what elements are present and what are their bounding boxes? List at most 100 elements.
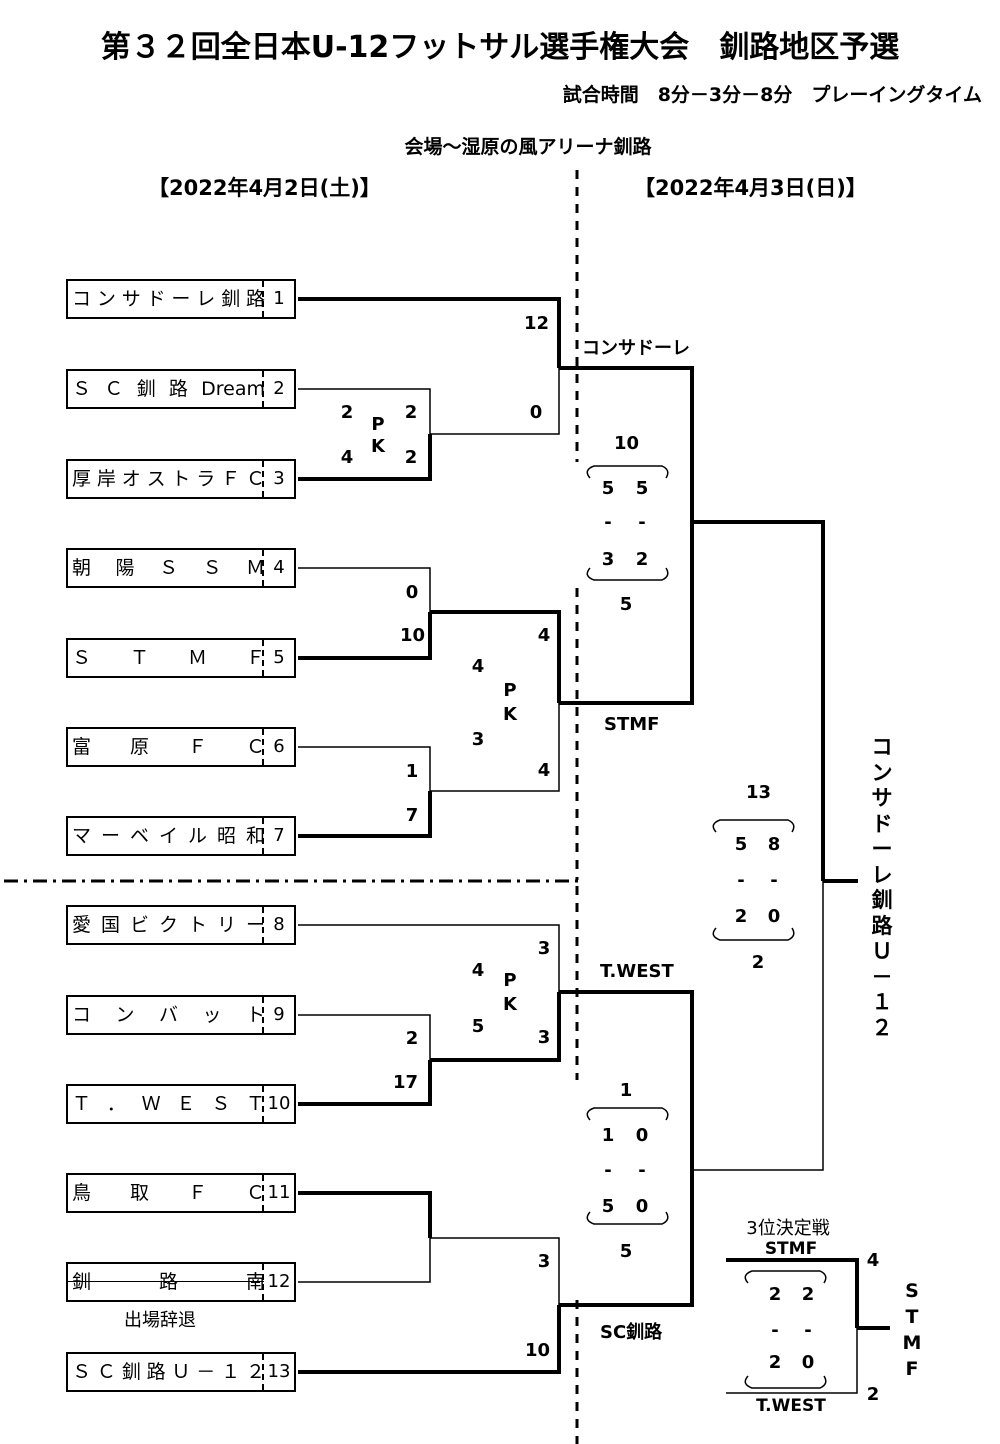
line-t9 <box>298 1014 431 1060</box>
score-m5v7-a: 4 <box>537 625 551 646</box>
score-m5v7-a-pk: 4 <box>471 656 485 677</box>
third-b-total: 2 <box>866 1384 880 1405</box>
team-number: 8 <box>262 907 294 943</box>
team-name: ＳＣ釧路Ｕ－１２ <box>72 1361 265 1383</box>
team-number: 2 <box>262 371 294 407</box>
team-name: 朝陽ＳＳＭ <box>72 557 265 579</box>
final-a-h1: 5 <box>734 834 748 855</box>
score-m11v13-a: 3 <box>537 1251 551 1272</box>
score-m9v10-b: 17 <box>393 1072 419 1093</box>
team-number: 13 <box>262 1354 294 1390</box>
semi1-brace-top <box>586 465 669 479</box>
line-final-a <box>692 520 825 881</box>
semi1-b-total: 5 <box>619 594 633 615</box>
team-number: 10 <box>262 1086 294 1122</box>
line-w23 <box>430 368 560 435</box>
line-t12 <box>298 1238 431 1283</box>
final-b-total: 2 <box>751 952 765 973</box>
third-b-h1: 2 <box>768 1352 782 1373</box>
line-t5 <box>298 612 432 660</box>
team-name: Ｔ．ＷＥＳＴ <box>72 1093 265 1115</box>
team-number: 5 <box>262 640 294 676</box>
venue: 会場～湿原の風アリーナ釧路 <box>404 136 652 158</box>
line-semi1-b <box>559 522 694 705</box>
team-name: 鳥取ＦＣ <box>72 1182 265 1204</box>
score-m4v5-b: 10 <box>400 625 426 646</box>
line-t2 <box>298 388 431 434</box>
line-t8 <box>298 924 560 992</box>
team-number: 6 <box>262 729 294 765</box>
semi2-b-h1: 5 <box>601 1196 615 1217</box>
line-semi1-a <box>559 366 694 522</box>
semi1-dash-2: - <box>638 512 646 533</box>
score-m5v7-b: 4 <box>537 760 551 781</box>
score-m6v7-a: 1 <box>405 761 419 782</box>
line-semi2-a <box>559 990 694 1170</box>
final-a-total: 13 <box>746 782 772 803</box>
final-brace-top <box>712 819 795 833</box>
third-a-h1: 2 <box>768 1284 782 1305</box>
pk-label-p: P <box>503 680 517 701</box>
third-place-team-a: STMF <box>764 1239 818 1259</box>
team-name: 富原ＦＣ <box>72 736 265 758</box>
third-a-h2: 2 <box>801 1284 815 1305</box>
score-m1-b: 0 <box>529 402 543 423</box>
withdrawn-strike <box>68 1281 264 1282</box>
team-name: ＳＴＭＦ <box>72 647 265 669</box>
line-third-a <box>726 1258 859 1328</box>
score-m8v10-a-pk: 4 <box>471 960 485 981</box>
third-dash-1: - <box>771 1320 779 1341</box>
score-m9v10-a: 2 <box>405 1028 419 1049</box>
team-number: 12 <box>262 1264 294 1300</box>
score-m2v3-b-pk: 4 <box>340 447 354 468</box>
score-m8v10-b: 3 <box>537 1027 551 1048</box>
team-number: 7 <box>262 818 294 854</box>
line-third-b <box>726 1328 858 1394</box>
score-m2v3-a: 2 <box>404 402 418 423</box>
final-brace-bottom <box>712 927 795 941</box>
winner-label-r1: コンサドーレ <box>582 338 690 359</box>
semi1-b-h2: 2 <box>635 549 649 570</box>
pk-label-p: P <box>371 414 385 435</box>
semi1-brace-bottom <box>586 567 669 581</box>
third-place-title: 3位決定戦 <box>746 1218 830 1239</box>
third-brace-bottom <box>744 1375 827 1389</box>
line-w910 <box>430 992 561 1062</box>
score-m8v10-b-pk: 5 <box>471 1016 485 1037</box>
semi2-brace-bottom <box>586 1211 669 1225</box>
team-name: コンサドーレ釧路 <box>72 288 265 310</box>
semi2-brace-top <box>586 1107 669 1121</box>
pk-label-k: K <box>503 994 517 1015</box>
line-final-b <box>692 881 824 1171</box>
semi1-a-h1: 5 <box>601 478 615 499</box>
semi2-a-h1: 1 <box>601 1125 615 1146</box>
final-b-h2: 0 <box>767 906 781 927</box>
third-a-total: 4 <box>866 1250 880 1271</box>
team-name: 釧路南 <box>72 1271 265 1293</box>
score-m11v13-b: 10 <box>525 1340 551 1361</box>
score-m6v7-b: 7 <box>405 805 419 826</box>
winner-label-r3: T.WEST <box>600 961 674 982</box>
semi2-a-total: 1 <box>619 1080 633 1101</box>
team-name: マーベイル昭和 <box>72 825 265 847</box>
semi1-dash-1: - <box>604 512 612 533</box>
line-t6 <box>298 746 431 791</box>
team-number: 11 <box>262 1175 294 1211</box>
pk-label-p: P <box>503 970 517 991</box>
score-m2v3-b: 2 <box>404 447 418 468</box>
withdrawn-note: 出場辞退 <box>124 1310 196 1331</box>
line-w1112 <box>430 1237 560 1305</box>
line-t1 <box>298 297 561 368</box>
match-time: 試合時間 8分－3分－8分 プレーイングタイム <box>562 84 982 106</box>
line-t11 <box>298 1191 432 1238</box>
